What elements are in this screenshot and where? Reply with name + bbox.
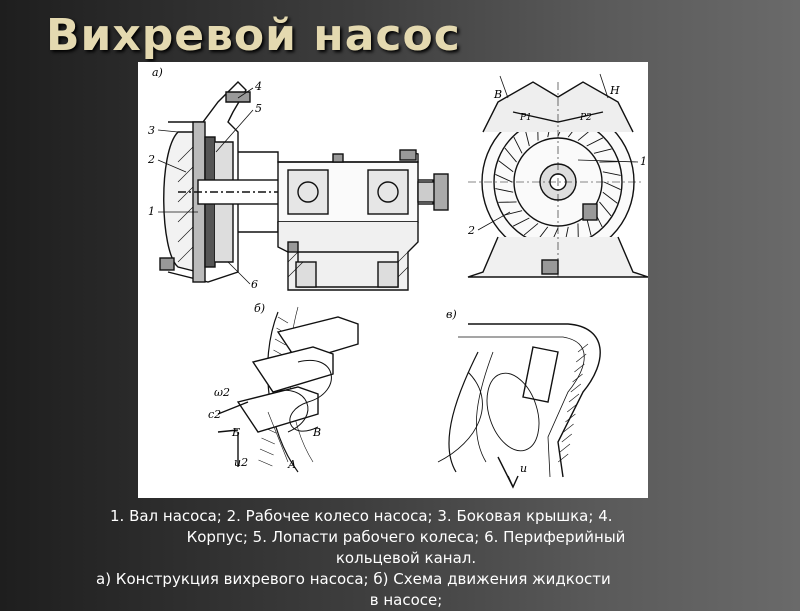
- figure-caption: 1. Вал насоса; 2. Рабочее колесо насоса;…: [96, 506, 716, 611]
- flow-label-b: Б: [231, 426, 240, 439]
- part-label-6: 6: [251, 278, 258, 291]
- vortex-label-u: u: [520, 462, 527, 475]
- side-label-p1: P1: [519, 113, 532, 123]
- blade-flow-diagram: [218, 307, 358, 472]
- side-label-p2: P2: [579, 113, 592, 123]
- side-label-b: В: [493, 88, 502, 101]
- caption-line-3: кольцевой канал.: [96, 548, 716, 569]
- part-label-4: 4: [254, 80, 262, 93]
- flow-label-v: В: [312, 426, 321, 439]
- slide-title: Вихревой насос: [46, 10, 461, 61]
- panel-label-a: а): [152, 66, 163, 79]
- flow-label-u: u2: [234, 456, 248, 469]
- flow-label-c: c2: [208, 408, 221, 421]
- pump-drawing-figure: а) б) в) 1 2 3 4 5 6 1 2 В Н P1 P2 ω2 c2…: [138, 62, 648, 498]
- caption-line-5: в насосе;: [96, 590, 716, 611]
- pump-drawing-svg: а) б) в) 1 2 3 4 5 6 1 2 В Н P1 P2 ω2 c2…: [138, 62, 648, 498]
- caption-line-2: Корпус; 5. Лопасти рабочего колеса; 6. П…: [96, 527, 716, 548]
- panel-label-c: в): [446, 308, 457, 321]
- part-label-5: 5: [255, 102, 262, 115]
- side-label-h: Н: [609, 84, 620, 97]
- part-label-2: 2: [147, 153, 155, 166]
- flow-label-omega: ω2: [214, 386, 230, 399]
- side-part-label-1: 1: [640, 155, 647, 168]
- caption-line-4: а) Конструкция вихревого насоса; б) Схем…: [96, 569, 716, 590]
- flow-label-a: А: [287, 458, 296, 471]
- pump-side-view-drawing: [468, 74, 648, 277]
- pump-section-drawing: [158, 82, 448, 290]
- part-label-3: 3: [148, 124, 155, 137]
- side-part-label-2: 2: [467, 224, 475, 237]
- panel-label-b: б): [254, 302, 265, 315]
- caption-line-1: 1. Вал насоса; 2. Рабочее колесо насоса;…: [96, 506, 716, 527]
- part-label-1: 1: [148, 205, 155, 218]
